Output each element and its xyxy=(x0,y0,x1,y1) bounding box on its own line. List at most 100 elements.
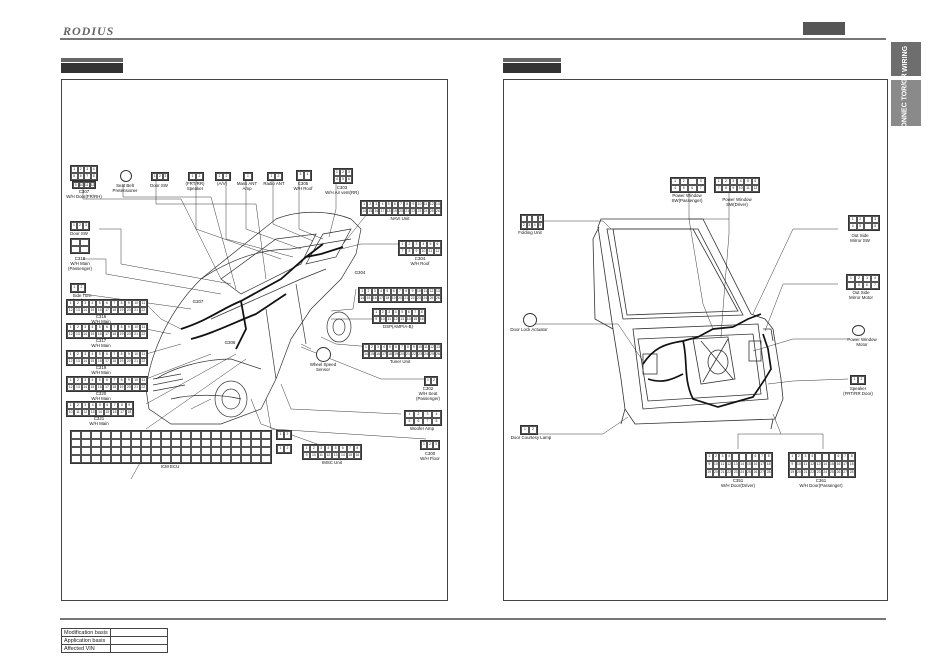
right-section-bar xyxy=(503,63,561,73)
label-courtesy: Door Courtesy Lamp xyxy=(510,435,552,440)
label-radio-amp: Radio ANT xyxy=(263,181,285,186)
connector-pw-motor xyxy=(852,325,865,336)
table-row: Affected VIN xyxy=(61,644,168,653)
connector-door-lock xyxy=(523,313,537,327)
connector-ecu xyxy=(70,430,272,464)
label-door-sw: Door SW xyxy=(70,231,88,236)
connector-wheel-sensor xyxy=(316,347,331,362)
left-section-bar-top xyxy=(61,58,123,62)
row-label: Affected VIN xyxy=(61,644,111,653)
connector-mask-amp: 1 xyxy=(243,172,253,181)
revision-info-table: Modification basis Application basis Aff… xyxy=(61,628,168,653)
table-row: Modification basis xyxy=(61,628,168,637)
connector-c318 xyxy=(70,238,90,254)
header-tab xyxy=(803,22,845,35)
header-rule xyxy=(60,38,886,40)
left-section-bar xyxy=(61,63,123,73)
side-tab-wiring[interactable]: WIRING xyxy=(891,42,921,76)
row-value xyxy=(109,636,168,645)
car-wiring-drawing xyxy=(82,179,427,480)
side-tab-label: WIRING xyxy=(902,45,909,73)
door-wiring-drawing xyxy=(533,191,849,449)
brand-logo: RODIUS xyxy=(63,24,115,38)
label-dsp: DSP(AMP/A-B) xyxy=(382,324,413,329)
label-speaker-frt: (FRT/RR)Speaker xyxy=(185,181,205,191)
right-diagram-panel xyxy=(503,79,888,601)
label-speaker-av: (A/V) xyxy=(216,181,227,186)
label-g307: G307 xyxy=(192,299,204,304)
label-speaker-door: Speaker(FRT/RR Door) xyxy=(843,386,873,396)
label-door-sw-top: Door SW xyxy=(150,183,168,188)
label-ecu: ICM ECU xyxy=(160,464,180,469)
label-g306: G306 xyxy=(224,340,236,345)
right-section-bar-top xyxy=(503,58,561,62)
side-tab-label: CONNEC TOR/GR xyxy=(902,73,909,133)
label-g304: G304 xyxy=(354,270,366,275)
row-value xyxy=(109,644,168,653)
label-tuner: Tuner Unit xyxy=(389,359,411,364)
row-value xyxy=(109,628,168,637)
side-tab-connector[interactable]: CONNEC TOR/GR xyxy=(891,73,921,133)
row-label: Application basis xyxy=(61,636,111,645)
label-imsc: IMSC Unit xyxy=(321,460,342,465)
label-woofer: Woofer Amp xyxy=(409,426,435,431)
footer-rule xyxy=(60,618,886,620)
table-row: Application basis xyxy=(61,636,168,645)
connector-seat-belt xyxy=(120,170,132,182)
left-diagram-panel xyxy=(61,79,448,601)
row-label: Modification basis xyxy=(61,628,111,637)
